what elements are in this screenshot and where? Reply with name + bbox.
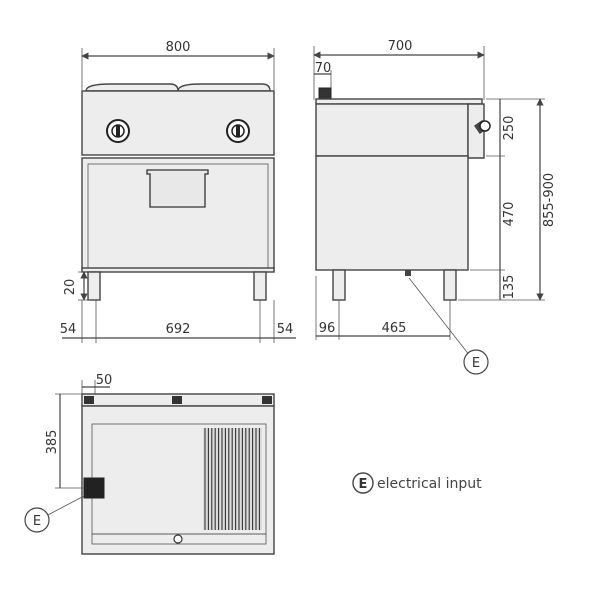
legend-marker-circle bbox=[352, 472, 374, 494]
side-leg-height-label: 135 bbox=[502, 275, 517, 300]
knob-right-icon bbox=[226, 119, 250, 143]
griddle-lid-left bbox=[85, 83, 179, 92]
side-top-plate bbox=[315, 98, 483, 105]
side-electrical-input bbox=[405, 270, 411, 276]
side-cabinet bbox=[315, 155, 469, 271]
top-front-strip bbox=[91, 533, 267, 545]
knob-left-icon bbox=[106, 119, 130, 143]
side-depth-label: 700 bbox=[388, 39, 413, 54]
top-input-leader bbox=[43, 495, 85, 518]
front-leg-label: 20 bbox=[63, 279, 78, 296]
top-back-bracket-left bbox=[84, 396, 94, 404]
side-input-position-label: 465 bbox=[382, 321, 407, 336]
griddle-lid-right bbox=[177, 83, 271, 92]
top-back-bracket-right bbox=[262, 396, 272, 404]
side-cabinet-height-label: 470 bbox=[502, 202, 517, 227]
side-upper-section bbox=[315, 103, 469, 157]
side-leg-back bbox=[332, 269, 346, 301]
front-leg-left bbox=[87, 271, 101, 301]
top-view: 50 385 E bbox=[24, 373, 275, 555]
top-ribbed-zone bbox=[203, 428, 262, 530]
front-view: 800 20 bbox=[60, 40, 296, 343]
front-right-offset-label: 54 bbox=[277, 322, 294, 337]
front-left-offset-label: 54 bbox=[60, 322, 77, 337]
top-electrical-input bbox=[83, 477, 105, 499]
top-input-marker-circle bbox=[24, 507, 50, 533]
top-drain-hole-icon bbox=[173, 534, 183, 544]
side-leg-front bbox=[443, 269, 457, 301]
top-input-marker-label: E bbox=[33, 514, 41, 529]
front-leg-span-label: 692 bbox=[166, 322, 191, 337]
legend-marker-label: E bbox=[359, 477, 368, 492]
front-leg-right bbox=[253, 271, 267, 301]
side-input-marker-label: E bbox=[472, 356, 480, 371]
side-left-offset-label: 96 bbox=[319, 321, 336, 336]
front-drawer bbox=[146, 169, 209, 208]
top-offset-label: 50 bbox=[96, 373, 113, 388]
side-upper-section-label: 250 bbox=[502, 116, 517, 141]
side-input-marker-circle bbox=[463, 349, 489, 375]
legend-text: electrical input bbox=[377, 476, 482, 492]
legend: E electrical input bbox=[352, 472, 482, 494]
front-width-label: 800 bbox=[166, 40, 191, 55]
side-front-panel bbox=[467, 103, 485, 159]
side-knob-icon bbox=[474, 120, 491, 134]
top-depth-label: 385 bbox=[45, 430, 60, 455]
front-base bbox=[81, 267, 275, 273]
side-view: 700 70 250 470 135 855-900 bbox=[313, 39, 557, 375]
side-input-leader bbox=[408, 277, 471, 357]
side-total-height-label: 855-900 bbox=[542, 173, 557, 227]
top-back-bracket-mid bbox=[172, 396, 182, 404]
side-back-upstand bbox=[318, 87, 332, 101]
side-top-offset-label: 70 bbox=[315, 61, 332, 76]
